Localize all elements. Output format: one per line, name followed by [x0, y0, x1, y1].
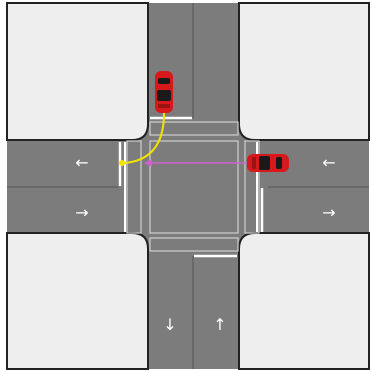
block-south-west [7, 233, 148, 369]
block-north-east [239, 3, 369, 140]
red-car-northbound-approach [155, 71, 173, 113]
red-car-eastbound-approach [247, 154, 289, 172]
west-road-arrow-left: ← [75, 153, 88, 172]
south-road-arrow-up: ↑ [213, 315, 226, 334]
turn-path-endpoint [119, 160, 125, 166]
east-road-arrow-left: ← [322, 153, 335, 172]
east-road-arrow-right: → [322, 203, 335, 222]
south-road-arrow-down: ↓ [163, 315, 176, 334]
block-north-west [7, 3, 148, 140]
west-road-arrow-right: → [75, 203, 88, 222]
block-south-east [239, 233, 369, 369]
